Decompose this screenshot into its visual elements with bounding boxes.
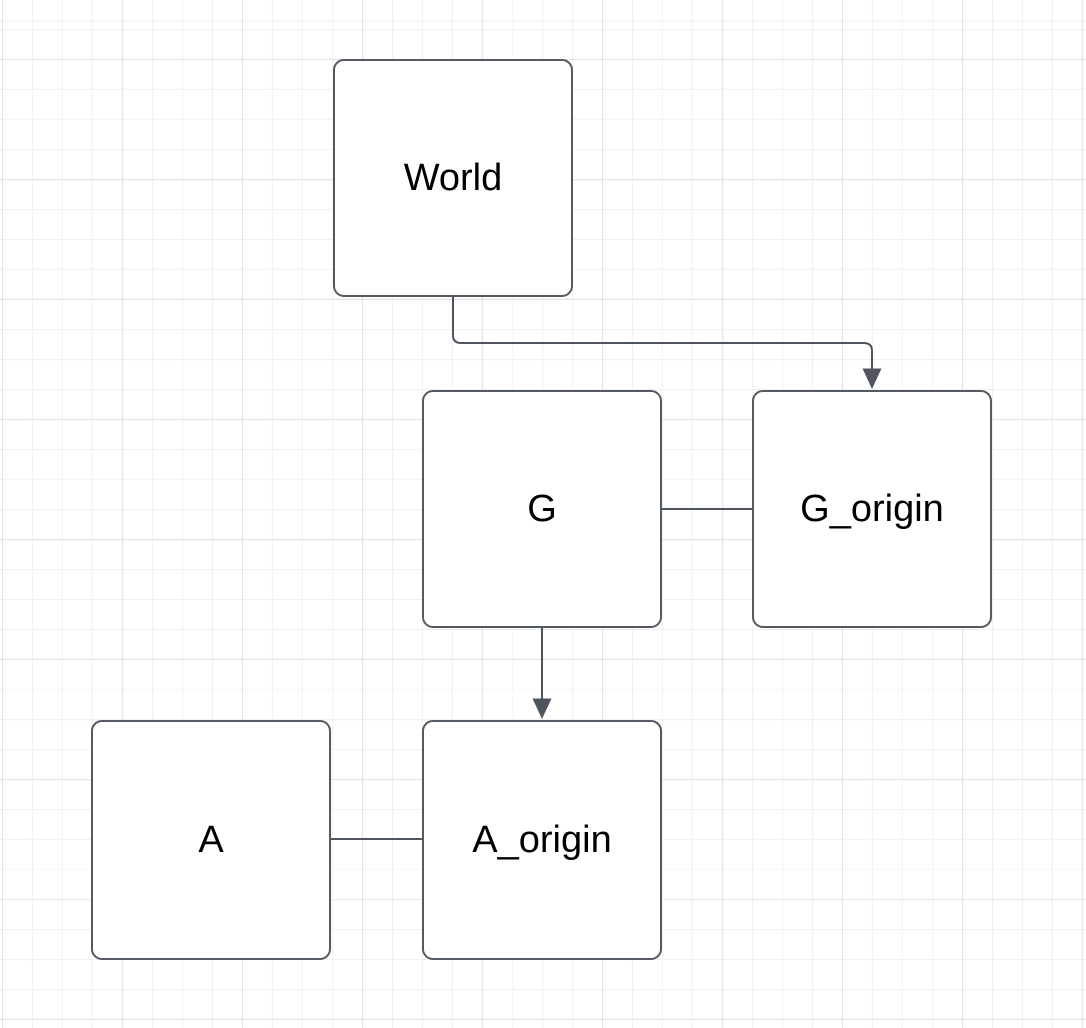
node-a-origin[interactable]: A_origin: [422, 720, 662, 960]
arrowhead-icon: [862, 368, 882, 389]
edge-g-to-a-origin[interactable]: [532, 628, 552, 719]
arrowhead-icon: [532, 698, 552, 719]
node-g[interactable]: G: [422, 390, 662, 628]
node-world[interactable]: World: [333, 59, 573, 297]
edge-world-to-g-origin[interactable]: [452, 297, 882, 389]
node-world-label: World: [403, 156, 503, 199]
node-a-origin-label: A_origin: [472, 818, 612, 861]
node-g-label: G: [527, 487, 557, 530]
node-a[interactable]: A: [91, 720, 331, 960]
edge-world-to-g-origin-line: [452, 297, 873, 370]
node-g-origin[interactable]: G_origin: [752, 390, 992, 628]
node-g-origin-label: G_origin: [800, 487, 944, 530]
node-a-label: A: [198, 818, 224, 861]
